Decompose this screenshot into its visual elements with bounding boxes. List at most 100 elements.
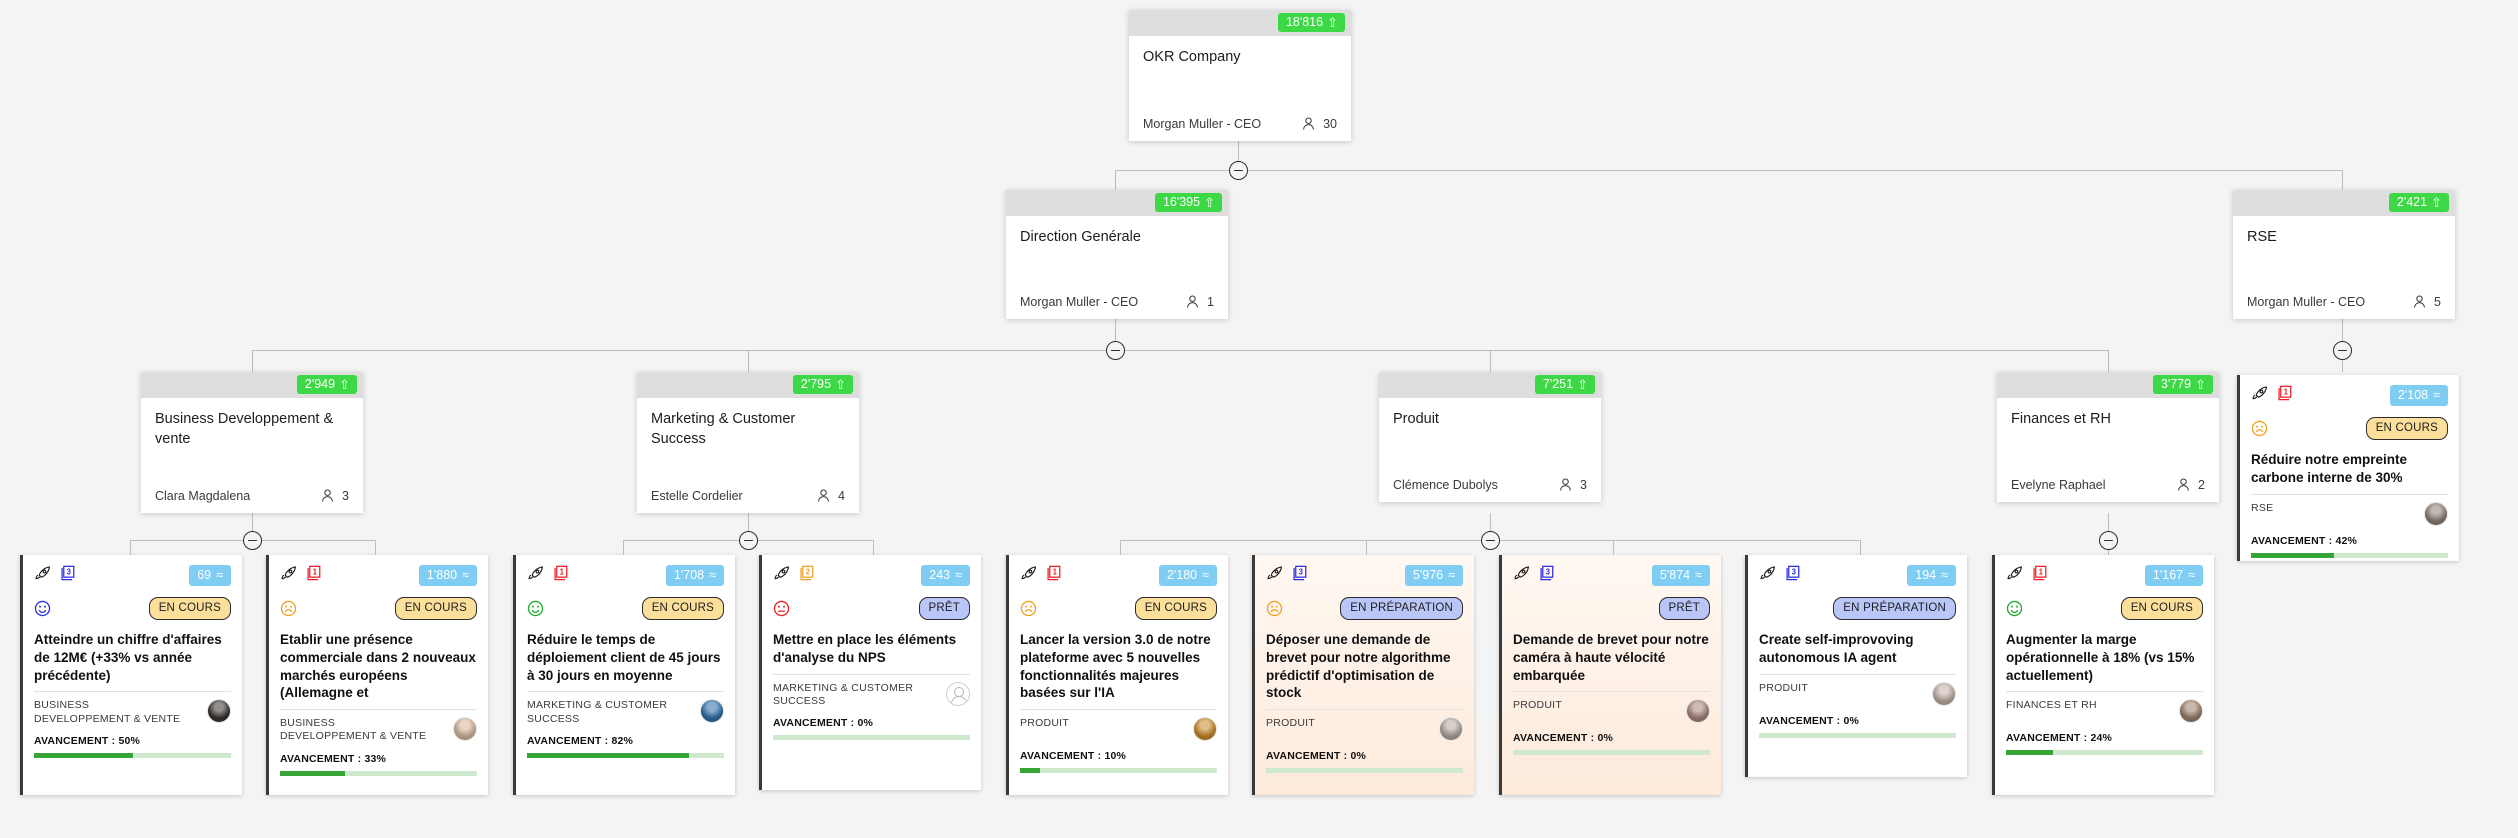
key-result-count-icon: 1 — [2278, 385, 2292, 401]
status-badge[interactable]: EN COURS — [641, 597, 724, 620]
objective-card-status-row: EN COURS — [2006, 594, 2203, 623]
score-badge[interactable]: 5'976≈ — [1404, 565, 1463, 586]
key-result-count-icon: 3 — [1786, 565, 1800, 581]
score-badge[interactable]: 1'167≈ — [2144, 565, 2203, 586]
minus-icon — [1234, 169, 1243, 172]
department-label: BUSINESS DEVELOPPEMENT & VENTE — [34, 699, 181, 725]
status-badge[interactable]: PRÊT — [918, 597, 970, 620]
org-node-produit[interactable]: 7'251 ⇧ Produit Clémence Dubolys 3 — [1379, 372, 1601, 502]
approx-icon: ≈ — [1695, 568, 1702, 582]
status-badge[interactable]: EN COURS — [2365, 417, 2448, 440]
minus-icon — [248, 539, 257, 542]
department-label: PRODUIT — [1266, 717, 1315, 730]
kpi-badge[interactable]: 3'779 ⇧ — [2152, 375, 2213, 394]
connector-produit-child1 — [1120, 540, 1121, 562]
divider — [34, 691, 231, 693]
score-badge[interactable]: 69≈ — [189, 565, 231, 586]
collapse-button-direction-generale[interactable] — [1106, 341, 1125, 360]
collapse-button-root[interactable] — [1229, 161, 1248, 180]
score-badge[interactable]: 5'874≈ — [1651, 565, 1710, 586]
objective-meta: PRODUIT — [1513, 699, 1710, 724]
trend-up-icon: ⇧ — [1204, 195, 1215, 210]
svg-text:1: 1 — [313, 568, 318, 577]
score-badge[interactable]: 1'708≈ — [665, 565, 724, 586]
objective-title: Déposer une demande de brevet pour notre… — [1266, 632, 1451, 701]
progress-bar — [1759, 732, 1956, 738]
status-badge[interactable]: EN PRÉPARATION — [1340, 597, 1463, 620]
score-badge[interactable]: 2'108≈ — [2389, 385, 2448, 406]
person-icon — [1560, 478, 1571, 491]
progress-label: AVANCEMENT : 82% — [527, 734, 634, 747]
org-node-finances-et-rh[interactable]: 3'779 ⇧ Finances et RH Evelyne Raphael 2 — [1997, 372, 2219, 502]
department-label: RSE — [2251, 501, 2274, 514]
progress-bar — [2251, 552, 2448, 558]
node-footer: Estelle Cordelier 4 — [651, 488, 845, 503]
objective-card-obj-rse-carbone[interactable]: 1 2'108≈ EN COURS Réduire notre empreinte c… — [2237, 375, 2459, 561]
objective-card-status-row: EN COURS — [1020, 594, 1217, 623]
node-title: Direction Genérale — [1020, 229, 1141, 245]
progress-bar-fill — [527, 752, 689, 758]
org-node-business-developpement-vente[interactable]: 2'949 ⇧ Business Developpement & vente C… — [141, 372, 363, 513]
node-header: 2'795 ⇧ — [637, 372, 859, 398]
status-badge[interactable]: EN PRÉPARATION — [1833, 597, 1956, 620]
progress-label: AVANCEMENT : 42% — [2251, 534, 2358, 547]
trend-up-icon: ⇧ — [1577, 377, 1588, 392]
rocket-icon — [528, 566, 544, 580]
status-badge[interactable]: EN COURS — [148, 597, 231, 620]
node-people-count: 5 — [2412, 294, 2441, 309]
score-badge[interactable]: 194≈ — [1907, 565, 1956, 586]
score-value: 243 — [929, 568, 951, 582]
status-badge[interactable]: PRÊT — [1658, 597, 1710, 620]
kpi-badge[interactable]: 2'421 ⇧ — [2388, 193, 2449, 212]
department-label: PRODUIT — [1513, 699, 1562, 712]
objective-card-status-row: PRÊT — [773, 594, 970, 623]
people-value: 2 — [2198, 477, 2205, 492]
collapse-button-rse[interactable] — [2333, 341, 2352, 360]
kpi-badge[interactable]: 16'395 ⇧ — [1154, 193, 1222, 212]
org-node-rse[interactable]: 2'421 ⇧ RSE Morgan Muller - CEO 5 — [2233, 190, 2455, 319]
node-people-count: 30 — [1301, 116, 1337, 131]
score-badge[interactable]: 243≈ — [921, 565, 970, 586]
connector-bizdev-down — [252, 513, 253, 540]
people-value: 1 — [1207, 294, 1214, 309]
progress-bar-fill — [280, 770, 345, 776]
org-node-okr-company[interactable]: 18'816 ⇧ OKR Company Morgan Muller - CEO… — [1129, 10, 1351, 141]
node-footer: Morgan Muller - CEO 1 — [1020, 294, 1214, 309]
kpi-badge[interactable]: 18'816 ⇧ — [1277, 13, 1345, 32]
collapse-button-produit[interactable] — [1481, 531, 1500, 550]
node-header: 18'816 ⇧ — [1129, 10, 1351, 36]
avatar — [453, 717, 477, 742]
score-badge[interactable]: 2'180≈ — [1158, 565, 1217, 586]
status-badge[interactable]: EN COURS — [394, 597, 477, 620]
objective-card-status-row: EN PRÉPARATION — [1759, 594, 1956, 623]
kpi-badge[interactable]: 2'949 ⇧ — [296, 375, 357, 394]
objective-title: Réduire notre empreinte carbone interne … — [2251, 452, 2408, 485]
avatar — [2179, 699, 2203, 724]
divider — [2251, 493, 2448, 495]
org-node-marketing-customer-success[interactable]: 2'795 ⇧ Marketing & Customer Success Est… — [637, 372, 859, 513]
objective-meta: PRODUIT — [1266, 717, 1463, 742]
collapse-button-finances[interactable] — [2099, 531, 2118, 550]
progress-label: AVANCEMENT : 0% — [1513, 732, 1614, 745]
status-badge[interactable]: EN COURS — [2120, 597, 2203, 620]
objective-meta: MARKETING & CUSTOMER SUCCESS — [527, 699, 724, 725]
status-badge[interactable]: EN COURS — [1134, 597, 1217, 620]
collapse-button-bizdev[interactable] — [243, 531, 262, 550]
kpi-badge[interactable]: 2'795 ⇧ — [792, 375, 853, 394]
org-node-direction-generale[interactable]: 16'395 ⇧ Direction Genérale Morgan Mulle… — [1006, 190, 1228, 319]
collapse-button-marketing[interactable] — [739, 531, 758, 550]
kpi-badge[interactable]: 7'251 ⇧ — [1534, 375, 1595, 394]
score-badge[interactable]: 1'880≈ — [418, 565, 477, 586]
score-value: 194 — [1915, 568, 1937, 582]
